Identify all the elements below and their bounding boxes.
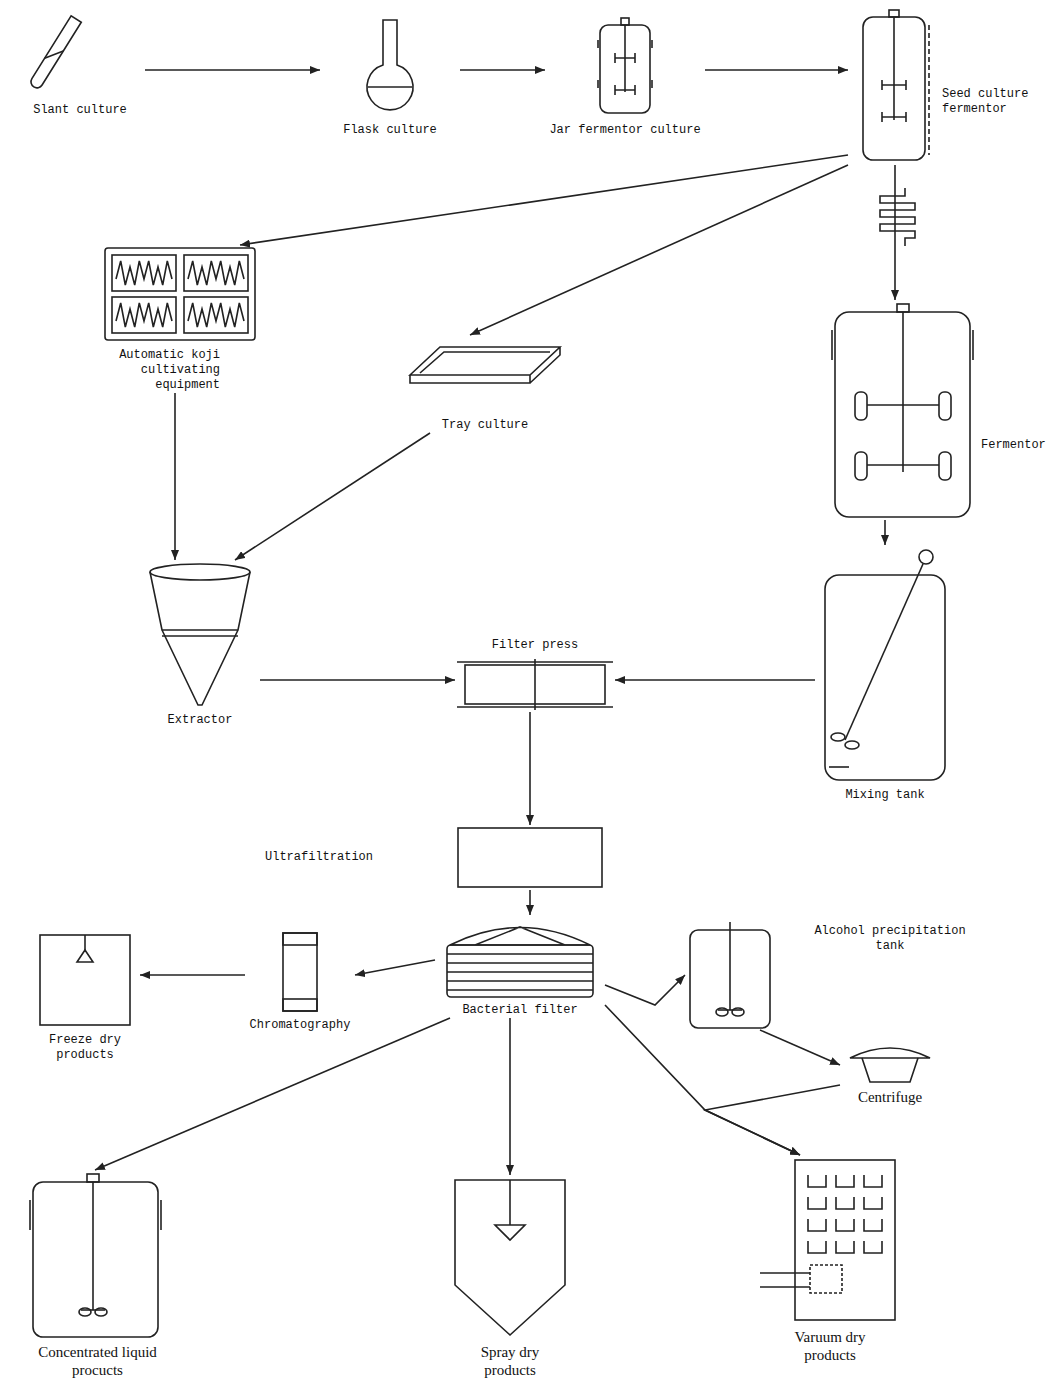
flow-arrow	[884, 520, 886, 545]
centrifuge	[840, 1040, 940, 1085]
flow-arrow	[760, 1030, 840, 1065]
flow-arrow	[470, 165, 848, 335]
flow-arrow	[705, 69, 848, 71]
equipment-label: Freeze dry products	[43, 1033, 128, 1063]
equipment-node: Centrifuge	[840, 1040, 940, 1106]
equipment-label: Spray dry products	[460, 1343, 560, 1379]
precipitation-tank	[685, 920, 775, 1030]
equipment-label: Alcohol precipitation tank	[805, 924, 975, 954]
flow-arrow	[355, 960, 435, 975]
bacterial-filter	[435, 915, 605, 1000]
equipment-label: Automatic koji cultivating equipment	[100, 348, 220, 393]
filter-press	[455, 657, 615, 712]
flow-arrow	[529, 712, 531, 825]
spray-dryer	[440, 1175, 580, 1340]
equipment-label: Flask culture	[330, 123, 450, 138]
equipment-label: Seed culture fermentor	[942, 87, 1047, 117]
flow-arrow	[605, 975, 685, 1005]
equipment-node: Ultrafiltration	[265, 825, 605, 890]
equipment-node: Spray dry products	[440, 1175, 580, 1379]
equipment-node: Flask culture	[320, 10, 460, 138]
flow-arrow	[615, 679, 815, 681]
equipment-node: Varuum dry products	[760, 1155, 900, 1364]
equipment-node: Jar fermentor culture	[545, 10, 705, 138]
extractor-funnel	[140, 560, 260, 710]
equipment-node: Filter press	[455, 638, 615, 712]
equipment-node: Extractor	[140, 560, 260, 728]
equipment-node: Automatic koji cultivating equipment	[60, 245, 260, 393]
equipment-node: Seed culture fermentor	[848, 5, 1047, 165]
liquid-tank	[25, 1170, 170, 1340]
equipment-label: Mixing tank	[835, 788, 935, 803]
culture-flask	[320, 10, 460, 120]
jar-fermentor	[545, 10, 705, 120]
heat-exchanger-coil	[880, 188, 915, 246]
equipment-node: Concentrated liquid procucts	[25, 1170, 170, 1379]
equipment-label: Ultrafiltration	[265, 850, 455, 865]
equipment-label: Filter press	[485, 638, 585, 653]
equipment-node: Alcohol precipitation tank	[685, 920, 975, 1030]
flow-arrow	[95, 1018, 450, 1170]
flow-arrow	[145, 69, 320, 71]
flow-arrow	[529, 890, 531, 915]
flow-arrow	[460, 69, 545, 71]
koji-equipment	[60, 245, 260, 345]
equipment-label: Extractor	[155, 713, 245, 728]
equipment-node: Freeze dry products	[30, 930, 140, 1063]
equipment-node: Fermentor	[825, 300, 1053, 520]
flow-arrow	[174, 393, 176, 560]
flow-arrow	[260, 679, 455, 681]
equipment-node: Chromatography	[245, 930, 355, 1033]
equipment-label: Tray culture	[435, 418, 535, 433]
equipment-node: Tray culture	[400, 335, 570, 433]
seed-fermentor	[848, 5, 938, 165]
flow-arrow	[235, 433, 430, 560]
equipment-label: Jar fermentor culture	[545, 123, 705, 138]
equipment-label: Centrifuge	[845, 1088, 935, 1106]
flow-arrow	[894, 165, 896, 300]
equipment-label: Bacterial filter	[455, 1003, 585, 1018]
equipment-node: Mixing tank	[815, 545, 955, 803]
chromatography-column	[245, 930, 355, 1015]
fermentor-vessel	[825, 300, 975, 520]
ultrafilter	[455, 825, 605, 890]
equipment-label: Concentrated liquid procucts	[30, 1343, 165, 1379]
equipment-node: Slant culture	[15, 5, 145, 118]
equipment-label: Varuum dry products	[780, 1328, 880, 1364]
equipment-label: Chromatography	[247, 1018, 353, 1033]
flow-arrow	[509, 1018, 511, 1175]
equipment-node: Bacterial filter	[435, 915, 605, 1018]
vacuum-dryer	[760, 1155, 900, 1325]
equipment-label: Fermentor	[981, 438, 1053, 453]
mixing-tank	[815, 545, 955, 785]
equipment-label: Slant culture	[20, 103, 140, 118]
freeze-dryer	[30, 930, 140, 1030]
slant-tube	[15, 5, 145, 100]
flow-arrow	[240, 155, 848, 245]
flow-arrow	[140, 974, 245, 976]
culture-tray	[400, 335, 570, 415]
